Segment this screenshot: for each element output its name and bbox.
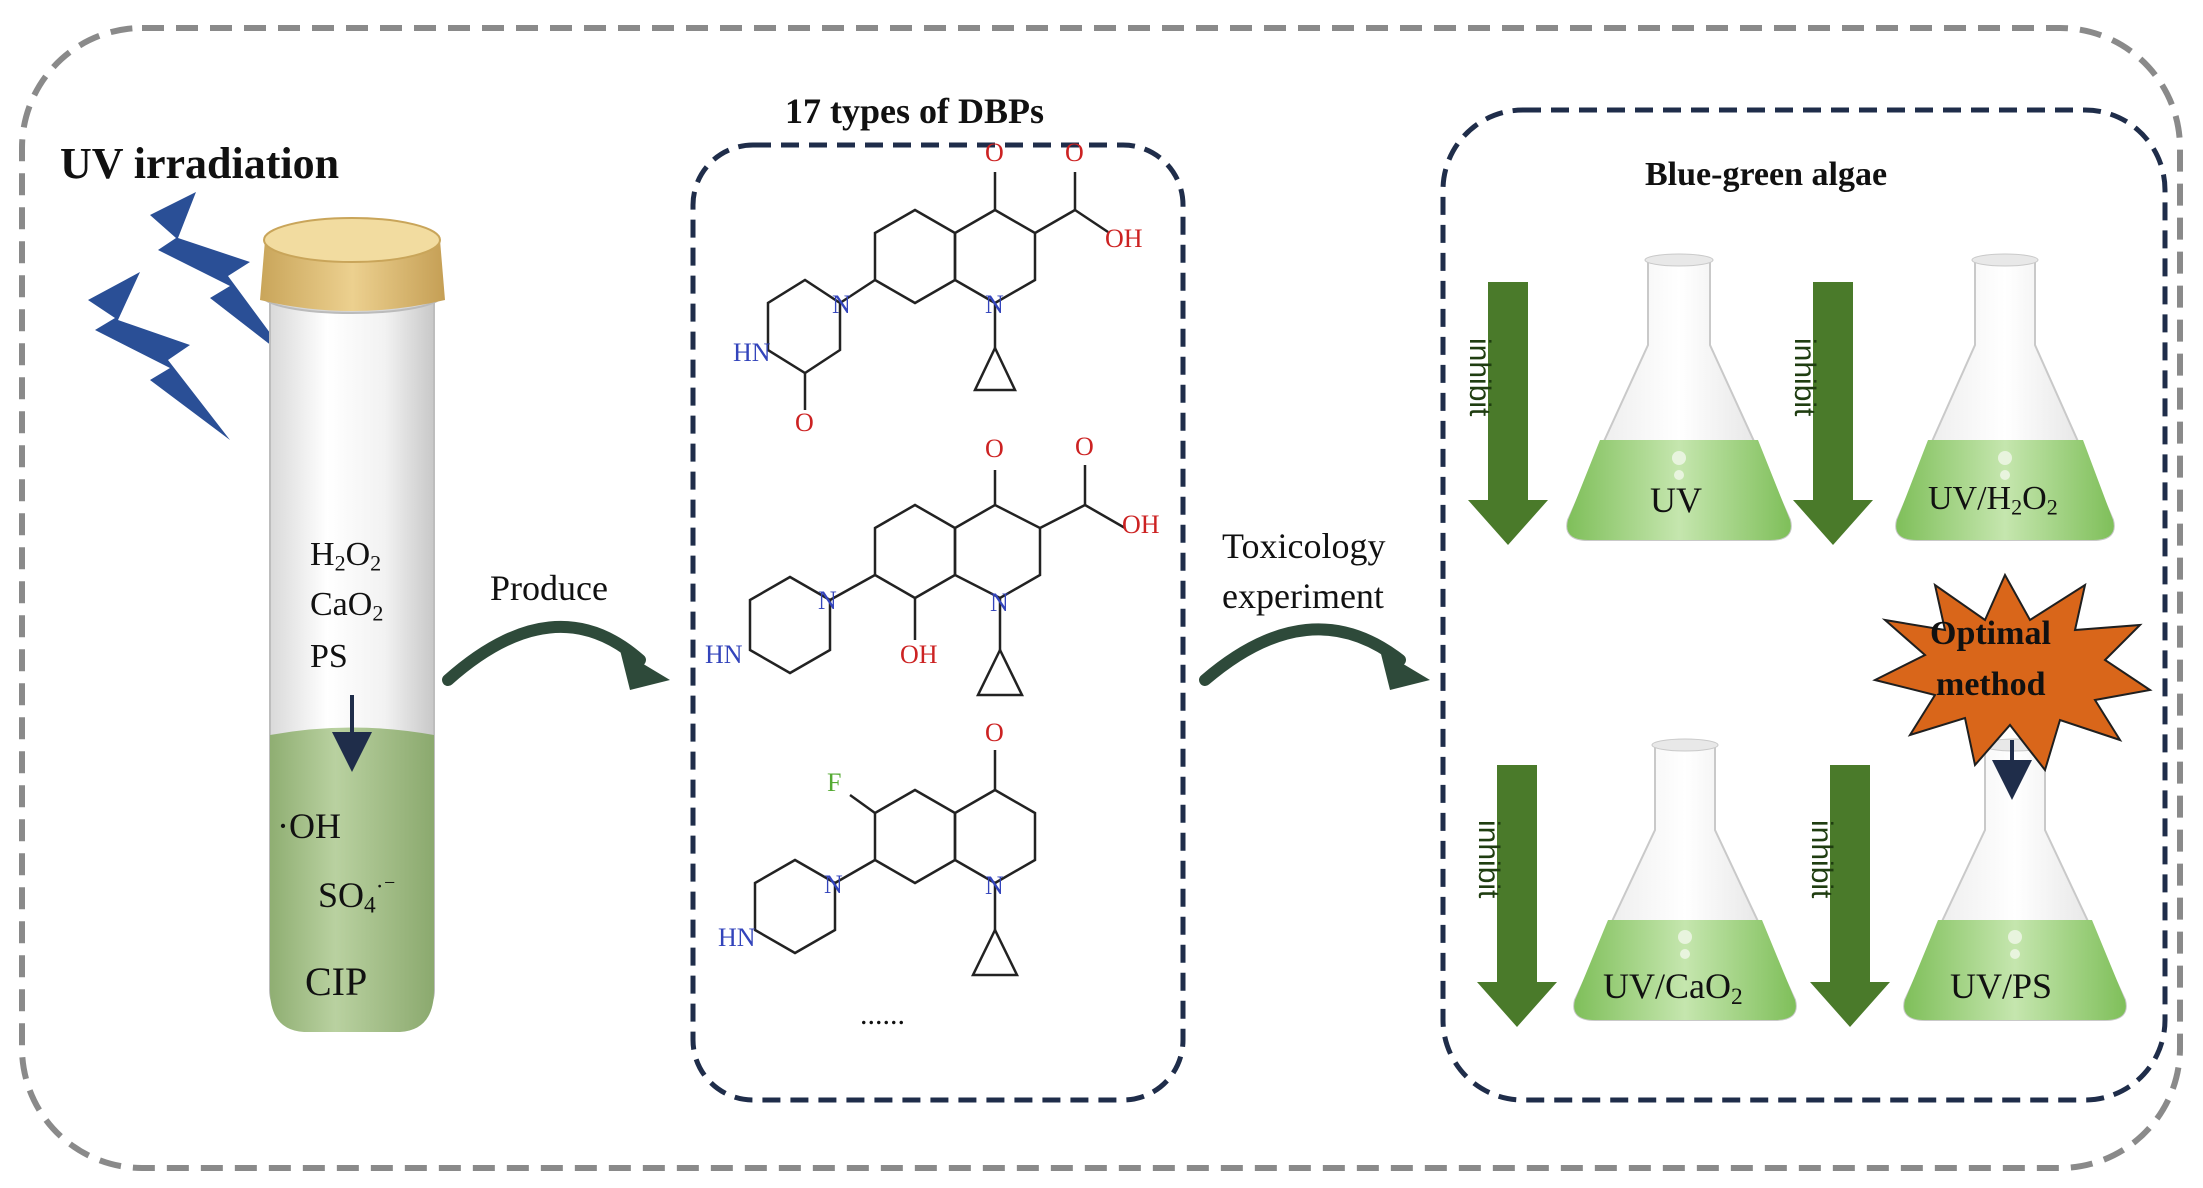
dbp-ellipsis: ...... (860, 998, 905, 1031)
lightning-icon (88, 192, 290, 440)
molecule-1 (766, 172, 1109, 410)
atom-oh: OH (1122, 510, 1160, 539)
atom-oh: OH (1105, 224, 1143, 253)
uv-irradiation-title: UV irradiation (60, 139, 340, 188)
inhibit-label: inhibit (1805, 820, 1838, 899)
produce-curved-arrow (442, 620, 670, 690)
atom-o: O (985, 718, 1004, 747)
atom-o: O (1065, 138, 1084, 167)
atom-hn: HN (718, 923, 756, 952)
optimal-label-line2: method (1936, 666, 2046, 703)
flask-uv-h2o2-label: UV/H2O2 (1928, 480, 2058, 520)
atom-n: N (990, 588, 1009, 617)
inhibit-label: inhibit (1788, 338, 1821, 417)
inhibit-label: inhibit (1463, 338, 1496, 417)
molecule-3 (753, 750, 1037, 977)
atom-n: N (818, 586, 837, 615)
target-cip: CIP (305, 959, 368, 1004)
molecule-2 (748, 465, 1126, 697)
toxicology-curved-arrow (1199, 623, 1430, 690)
flask-uv-h2o2-icon (1895, 253, 2115, 541)
atom-o: O (795, 408, 814, 437)
toxicology-label-line2: experiment (1222, 576, 1384, 616)
test-tube-icon (260, 217, 445, 1032)
toxicology-label-line1: Toxicology (1222, 526, 1386, 566)
oxidant-cao2: CaO2 (310, 586, 384, 626)
radical-so4: SO4·⁻ (318, 874, 396, 919)
atom-n: N (985, 290, 1004, 319)
produce-label: Produce (490, 568, 608, 608)
atom-hn: HN (705, 640, 743, 669)
outer-frame (19, 25, 2183, 1171)
atom-f: F (827, 768, 842, 797)
atom-hn: HN (733, 338, 771, 367)
oxidant-h2o2: H2O2 (310, 536, 382, 576)
atom-o: O (1075, 432, 1094, 461)
atom-oh: OH (900, 640, 938, 669)
atom-n: N (832, 290, 851, 319)
atom-n: N (824, 870, 843, 899)
optimal-label-line1: Optimal (1930, 615, 2051, 652)
algae-title: Blue-green algae (1645, 156, 1888, 193)
inhibit-arrows (1468, 282, 1890, 1027)
flask-uv-label: UV (1650, 480, 1702, 520)
flask-uv-ps-label: UV/PS (1950, 966, 2053, 1006)
flask-uv-icon (1566, 253, 1792, 541)
radical-oh: ·OH (277, 806, 341, 846)
dbp-box (690, 142, 1186, 1103)
dbp-title: 17 types of DBPs (785, 91, 1044, 131)
flask-uv-cao2-icon (1573, 738, 1797, 1021)
inhibit-label: inhibit (1472, 820, 1505, 899)
flask-uv-cao2-label: UV/CaO2 (1603, 966, 1743, 1010)
optimal-starburst-icon (1872, 572, 2153, 773)
oxidant-ps: PS (310, 638, 348, 675)
algae-box (1440, 107, 2168, 1103)
atom-o: O (985, 434, 1004, 463)
atom-o: O (985, 138, 1004, 167)
atom-n: N (985, 871, 1004, 900)
